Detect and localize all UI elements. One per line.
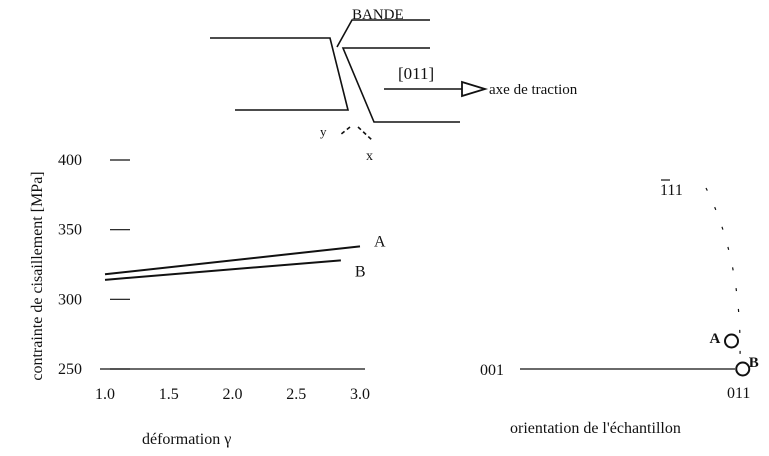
coord-x-label: x [366,149,373,164]
y-tick-label: 350 [58,222,82,239]
coord-y-label: y [320,124,327,139]
x-tick-label: 3.0 [350,386,370,403]
series-label-a: A [374,233,386,250]
pole-001-label: 001 [480,362,504,379]
band-label: BANDE [352,7,404,23]
series-line-a [104,245,361,276]
traction-arrow-head [461,80,489,98]
orientation-point-b [724,333,739,349]
stress-series: AB [104,233,386,281]
y-tick-label: 300 [58,291,82,308]
stress-x-axis-label: déformation γ [142,431,231,448]
x-tick-label: 2.5 [286,386,306,403]
x-tick-label: 2.0 [223,386,243,403]
y-tick-label: 250 [58,361,82,378]
stress-strain-chart: 250 300 350 400 1.0 1.5 2.0 2.5 3.0 AB [58,152,386,403]
x-tick-label: 1.0 [95,386,115,403]
orientation-point-label-b: A [710,331,721,347]
coordinate-axes [339,126,373,141]
stress-axes: 250 300 350 400 1.0 1.5 2.0 2.5 3.0 [58,152,370,403]
orientation-x-axis-label: orientation de l'échantillon [510,420,681,437]
traction-axis-label: axe de traction [489,82,578,98]
band-leader-line [336,19,430,48]
specimen-lower-outline [341,47,460,123]
orientation-point-a [735,361,751,377]
stress-y-axis-label: contrainte de cisaillement [MPa] [29,171,46,380]
series-line-b [104,259,341,281]
orientation-chart [520,187,741,370]
pole-111-label: 111 [660,182,683,199]
y-tick-label: 400 [58,152,82,169]
orientation-points: BA [710,331,759,377]
pole-011-label: 011 [727,385,750,402]
series-label-b: B [355,263,366,280]
specimen-upper-outline [210,37,350,111]
direction-label: [011] [398,64,434,83]
orientation-point-label-a: B [749,355,759,371]
shear-band-schematic [210,19,489,141]
x-tick-label: 1.5 [159,386,179,403]
